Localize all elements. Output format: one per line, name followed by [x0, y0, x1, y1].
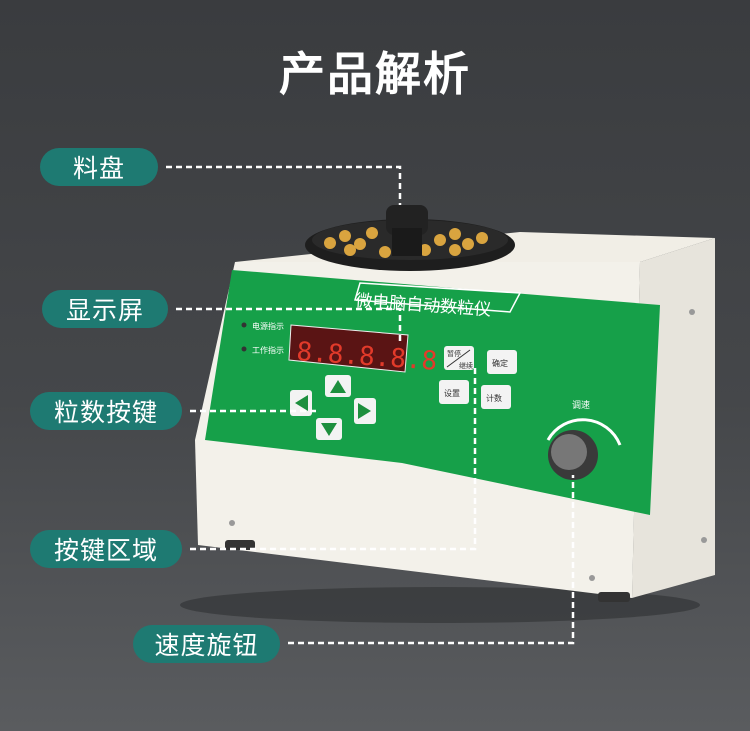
pause-continue-button[interactable]: 暂停 继续 — [444, 346, 474, 370]
settings-button[interactable]: 设置 — [439, 380, 469, 404]
tray — [305, 205, 515, 271]
power-indicator-label: 电源指示 — [252, 321, 284, 331]
speed-knob[interactable] — [548, 430, 598, 480]
left-arrow-icon — [295, 395, 308, 411]
arrow-keys[interactable] — [290, 375, 376, 440]
count-button[interactable]: 计数 — [481, 385, 511, 409]
page-title: 产品解析 — [279, 47, 471, 101]
work-indicator-label: 工作指示 — [252, 345, 284, 355]
label-tray: 料盘 — [40, 148, 158, 186]
svg-text:继续: 继续 — [459, 361, 473, 370]
label-display: 显示屏 — [42, 290, 168, 328]
label-arrow-keys: 粒数按键 — [30, 392, 182, 430]
up-arrow-icon — [330, 380, 346, 393]
label-speed-knob: 速度旋钮 — [133, 625, 280, 663]
down-arrow-icon — [321, 423, 337, 436]
label-key-area: 按键区域 — [30, 530, 182, 568]
svg-text:计数: 计数 — [486, 393, 502, 403]
svg-text:确定: 确定 — [492, 358, 508, 368]
confirm-button[interactable]: 确定 — [487, 350, 517, 374]
svg-text:暂停: 暂停 — [447, 349, 461, 358]
svg-text:设置: 设置 — [444, 388, 460, 398]
right-arrow-icon — [358, 403, 371, 419]
leader-lines — [166, 165, 575, 645]
speed-label: 调速 — [572, 400, 590, 411]
